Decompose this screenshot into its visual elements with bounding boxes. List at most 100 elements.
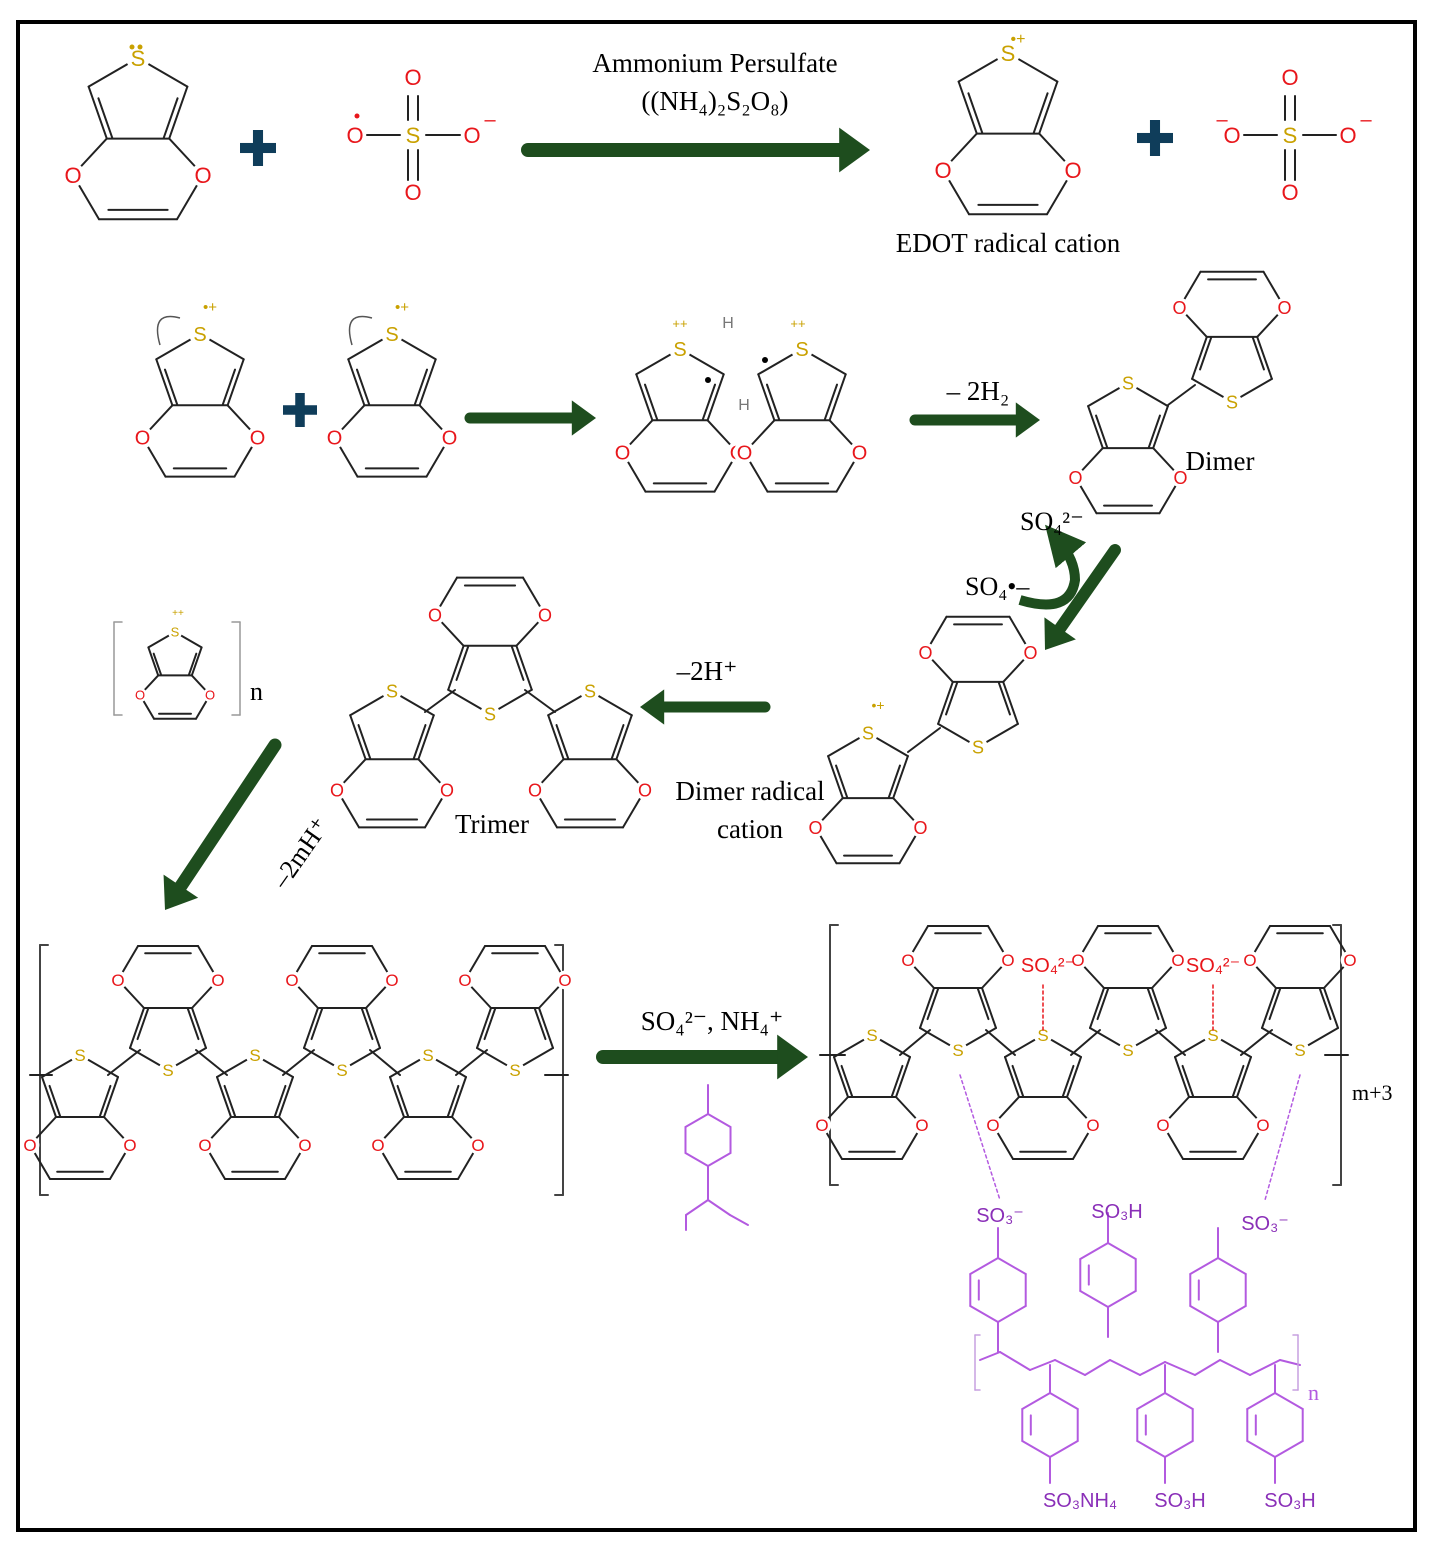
sulfur-atom: S <box>484 704 496 724</box>
bond <box>765 383 781 421</box>
oxygen-atom: O <box>852 443 868 465</box>
oxygen-atom: O <box>986 1116 999 1135</box>
atom-halo <box>208 970 228 990</box>
ionic-interaction <box>959 1074 1001 1201</box>
pss-backbone <box>1194 1359 1221 1376</box>
bond <box>707 1199 731 1216</box>
bond <box>1256 335 1273 380</box>
atom-halo <box>791 338 813 360</box>
atom-halo <box>245 1045 265 1065</box>
bond <box>1095 414 1109 449</box>
atom-halo <box>912 1115 932 1135</box>
reaction-arrow-icon <box>464 400 596 436</box>
atom-halo <box>1065 467 1086 488</box>
atom-halo <box>1274 297 1295 318</box>
so4-radical-label: SO₄•– <box>965 572 1030 601</box>
sulfur-atom: S <box>131 46 146 71</box>
bond <box>684 1113 709 1128</box>
atom-halo <box>805 817 826 838</box>
oxygen-atom: O <box>346 123 363 148</box>
oxygen-atom: O <box>934 158 951 183</box>
bond <box>1002 680 1019 725</box>
bond <box>303 1007 319 1049</box>
bond <box>103 1076 119 1118</box>
bond <box>1038 80 1059 135</box>
atom-halo <box>1153 1115 1173 1135</box>
atom-halo <box>1083 1115 1103 1135</box>
sulfur-atom: S <box>673 339 686 361</box>
pss-backbone <box>1219 1359 1251 1376</box>
oxygen-atom: O <box>1071 951 1084 970</box>
atom-halo <box>60 162 86 188</box>
oxygen-atom: O <box>638 780 652 800</box>
bond <box>1318 987 1332 1021</box>
bond <box>310 1007 324 1041</box>
oxygen-atom: O <box>1173 468 1187 488</box>
bond <box>413 368 429 406</box>
pedot-doped-unit: SOO <box>1068 925 1188 1060</box>
atom-halo <box>332 1060 352 1080</box>
atom-halo <box>295 1135 315 1155</box>
bond <box>1136 1392 1166 1410</box>
oxygen-atom: O <box>1001 951 1014 970</box>
bond <box>417 714 435 761</box>
atom-halo <box>812 1115 832 1135</box>
bond <box>1146 987 1160 1021</box>
bond <box>957 80 978 135</box>
oxygen-atom: O <box>205 688 215 703</box>
bond <box>890 1064 904 1098</box>
sulfur-atom: S <box>422 1046 433 1065</box>
sulfur-atom: S <box>1226 392 1238 412</box>
bond <box>1011 1064 1025 1098</box>
atom-halo <box>381 323 403 345</box>
atom-halo <box>555 970 575 990</box>
oxygen-atom: O <box>808 818 822 838</box>
bond <box>168 85 189 140</box>
oxygen-atom: O <box>211 971 224 990</box>
oxygen-atom: O <box>440 780 454 800</box>
atom-halo <box>455 970 475 990</box>
dimer-label: Dimer <box>1186 446 1255 476</box>
arrow-head <box>777 1034 808 1080</box>
bond <box>1066 1056 1082 1098</box>
bond <box>1189 1305 1219 1323</box>
so3h-bottom-mid-label: SO₃H <box>1154 1490 1205 1512</box>
m-plus-3-label: m+3 <box>1352 1080 1393 1105</box>
bond <box>155 358 174 407</box>
phenyl-ring <box>1079 1242 1137 1308</box>
bond <box>136 1007 150 1041</box>
sulfur-atom: S <box>1037 1026 1048 1045</box>
atom-halo <box>635 780 655 800</box>
bond <box>360 1007 374 1041</box>
bond <box>1087 405 1104 450</box>
plus-icon-bar <box>1149 120 1161 156</box>
sulfur-atom: S <box>1122 1041 1133 1060</box>
bond <box>1240 1029 1273 1056</box>
atom-halo <box>282 970 302 990</box>
sulfur-atom: S <box>406 123 421 148</box>
bond <box>510 645 525 681</box>
atom-halo <box>1020 642 1041 663</box>
oxygen-atom: O <box>458 971 471 990</box>
oxygen-atom: O <box>111 971 124 990</box>
bond <box>985 1029 1016 1056</box>
bond <box>1096 987 1110 1021</box>
charge-sign: – <box>484 109 496 131</box>
atom-halo <box>915 642 936 663</box>
edot-radical-cation-label: EDOT radical cation <box>896 228 1121 258</box>
atom-halo <box>418 1045 438 1065</box>
atom-halo <box>898 950 918 970</box>
bond <box>48 1084 62 1118</box>
bond <box>706 373 725 422</box>
oxygen-atom: O <box>558 971 571 990</box>
radical-cation-mark: •+ <box>395 299 409 316</box>
dimer-unit-b: SOO <box>1169 270 1295 412</box>
bond <box>1155 1029 1186 1056</box>
bond <box>355 368 371 406</box>
sulfur-atom: S <box>1207 1026 1218 1045</box>
pss-backbone <box>1164 1361 1196 1376</box>
reaction-arrow-icon <box>1044 544 1121 650</box>
